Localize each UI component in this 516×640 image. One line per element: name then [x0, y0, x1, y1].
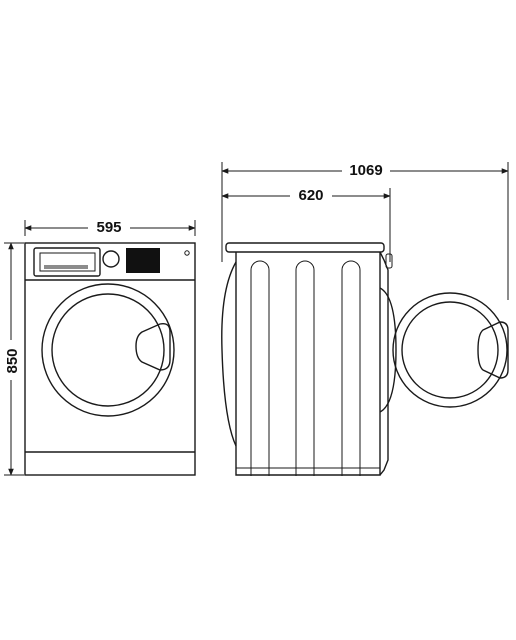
program-knob [102, 250, 120, 268]
door-handle [135, 322, 171, 371]
side-rib-3 [341, 260, 361, 476]
side-view [221, 242, 397, 476]
power-button [184, 250, 190, 256]
front-cabinet [24, 242, 196, 476]
side-rib-1 [250, 260, 270, 476]
open-door-handle [477, 321, 509, 379]
front-view [24, 242, 196, 476]
height-label: 850 [4, 348, 21, 373]
height-dimension: 850 [2, 242, 24, 476]
detergent-drawer [33, 247, 101, 277]
front-door [41, 283, 175, 417]
depth-label: 620 [298, 187, 323, 204]
depth-dimension: 620 [221, 184, 391, 262]
top-lid [225, 242, 385, 253]
front-edge [379, 251, 389, 476]
width-dimension: 595 [24, 216, 196, 236]
side-knob [385, 253, 393, 269]
depth-open-label: 1069 [349, 162, 382, 179]
open-door [392, 292, 509, 408]
display-panel [126, 248, 160, 273]
side-cabinet [235, 252, 381, 476]
door-hinge [379, 287, 397, 413]
rear-panel [221, 261, 237, 447]
depth-open-dimension: 1069 [221, 159, 509, 300]
side-rib-2 [295, 260, 315, 476]
width-label: 595 [96, 219, 121, 236]
